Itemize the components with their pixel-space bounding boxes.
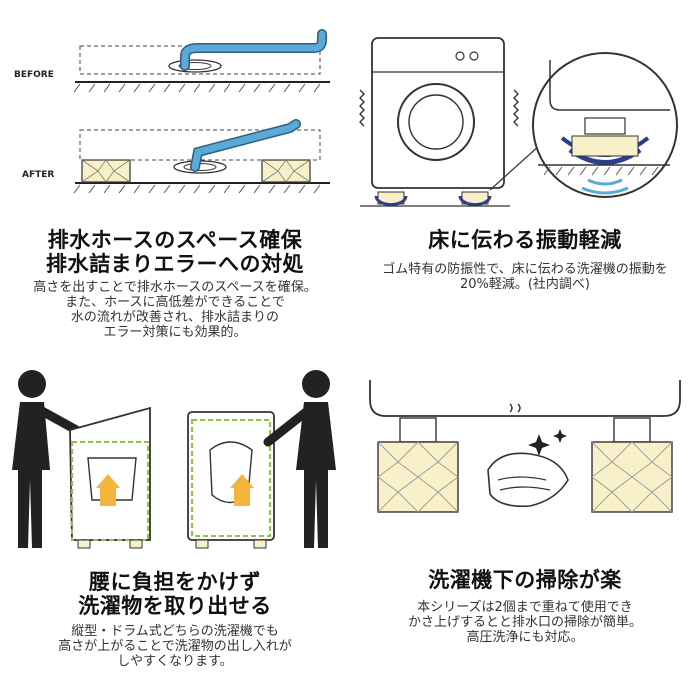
- drum-washer: [187, 411, 275, 549]
- hose-body-line-2: また、ホースに高低差ができることで: [65, 295, 285, 310]
- riser-stack-right: [591, 417, 673, 513]
- hose-title-line-2: 排水詰まりエラーへの対処: [46, 252, 304, 276]
- posture-title-line-2: 洗濯物を取り出せる: [78, 594, 272, 618]
- riser-right: [261, 159, 311, 183]
- panel-vibration: 床に伝わる振動軽減 ゴム特有の防振性で、床に伝わる洗濯機の振動を 20%軽減。(…: [350, 0, 700, 350]
- vibration-title: 床に伝わる振動軽減: [428, 228, 622, 252]
- after-label: AFTER: [22, 170, 55, 180]
- posture-body-line-2: 高さが上がることで洗濯物の出し入れが: [58, 639, 292, 654]
- vibration-body-line-2: 20%軽減。(社内調べ): [459, 277, 591, 292]
- posture-title-line-1: 腰に負担をかけず: [89, 570, 261, 594]
- vibration-body-line-1: ゴム特有の防振性で、床に伝わる洗濯機の振動を: [382, 262, 668, 277]
- riser-left: [81, 159, 131, 183]
- posture-body-line-3: しやすくなります。: [117, 654, 233, 669]
- person-right-icon: [263, 370, 336, 548]
- before-label: BEFORE: [14, 70, 54, 80]
- cleaning-illustration: [369, 380, 681, 513]
- cleaning-title: 洗濯機下の掃除が楽: [428, 568, 622, 592]
- cleaning-body-line-1: 本シリーズは2個まで重ねて使用でき: [417, 600, 633, 615]
- hose-body-line-1: 高さを出すことで排水ホースのスペースを確保。: [33, 280, 317, 295]
- hose-before-after-illustration: [73, 29, 330, 194]
- posture-body-line-1: 縦型・ドラム式どちらの洗濯機でも: [71, 624, 279, 639]
- hose-title-line-1: 排水ホースのスペース確保: [47, 228, 303, 252]
- hose-body-line-4: エラー対策にも効果的。: [103, 325, 247, 340]
- vibration-illustration: [359, 37, 678, 207]
- washing-machine-icon: [371, 37, 505, 189]
- hand-cloth-icon: [487, 403, 569, 508]
- panel-posture: 腰に負担をかけず 洗濯物を取り出せる 縦型・ドラム式どちらの洗濯機でも 高さが上…: [0, 350, 350, 700]
- riser-foot-right: [458, 191, 492, 207]
- posture-illustration: [12, 370, 336, 549]
- panel-cleaning: 洗濯機下の掃除が楽 本シリーズは2個まで重ねて使用でき かさ上げするとと排水口の…: [350, 350, 700, 700]
- riser-foot-left: [374, 191, 408, 207]
- cleaning-body-line-2: かさ上げするとと排水口の掃除が簡単。: [407, 615, 642, 630]
- hose-body-line-3: 水の流れが改善され、排水詰まりの: [70, 310, 280, 325]
- top-loader-washer: [69, 406, 151, 549]
- zoom-circle: [532, 52, 678, 198]
- panel-hose-space: BEFORE AFTER 排水ホースのスペース確保 排水詰まりエラーへの対処 高…: [0, 0, 350, 350]
- cleaning-body-line-3: 高圧洗浄にも対応。: [466, 630, 584, 645]
- riser-stack-left: [377, 417, 459, 513]
